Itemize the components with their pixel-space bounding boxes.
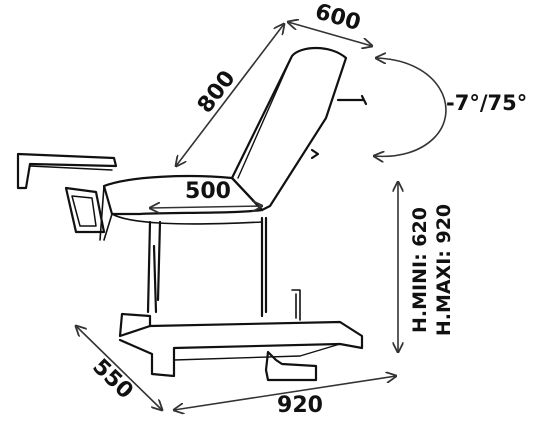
label-base-length: 920 xyxy=(277,393,323,418)
dimension-lines xyxy=(76,22,447,410)
label-recline-angle: -7°/75° xyxy=(446,91,527,115)
column xyxy=(260,216,268,318)
dim-line-base-depth xyxy=(76,326,162,410)
base-frame xyxy=(118,312,364,378)
backrest xyxy=(230,47,348,212)
leg-rest-bar xyxy=(16,152,118,190)
label-seat-depth: 500 xyxy=(185,179,231,204)
dim-line-backrest-width xyxy=(288,22,372,46)
label-backrest-length: 800 xyxy=(193,66,241,118)
label-height-min: H.MINI: 620 xyxy=(409,207,431,333)
leg-rest-support xyxy=(64,186,106,234)
label-base-depth: 550 xyxy=(87,354,137,404)
label-height-max: H.MAXI: 920 xyxy=(433,204,455,336)
seat xyxy=(102,174,264,216)
backrest-handle xyxy=(336,94,368,106)
chair-illustration xyxy=(16,47,368,382)
dim-line-backrest-length xyxy=(176,24,284,166)
dim-line-base-length xyxy=(174,376,396,410)
dim-line-seat-depth xyxy=(150,206,262,208)
dim-arc-recline xyxy=(374,58,447,156)
front-support xyxy=(146,220,162,314)
